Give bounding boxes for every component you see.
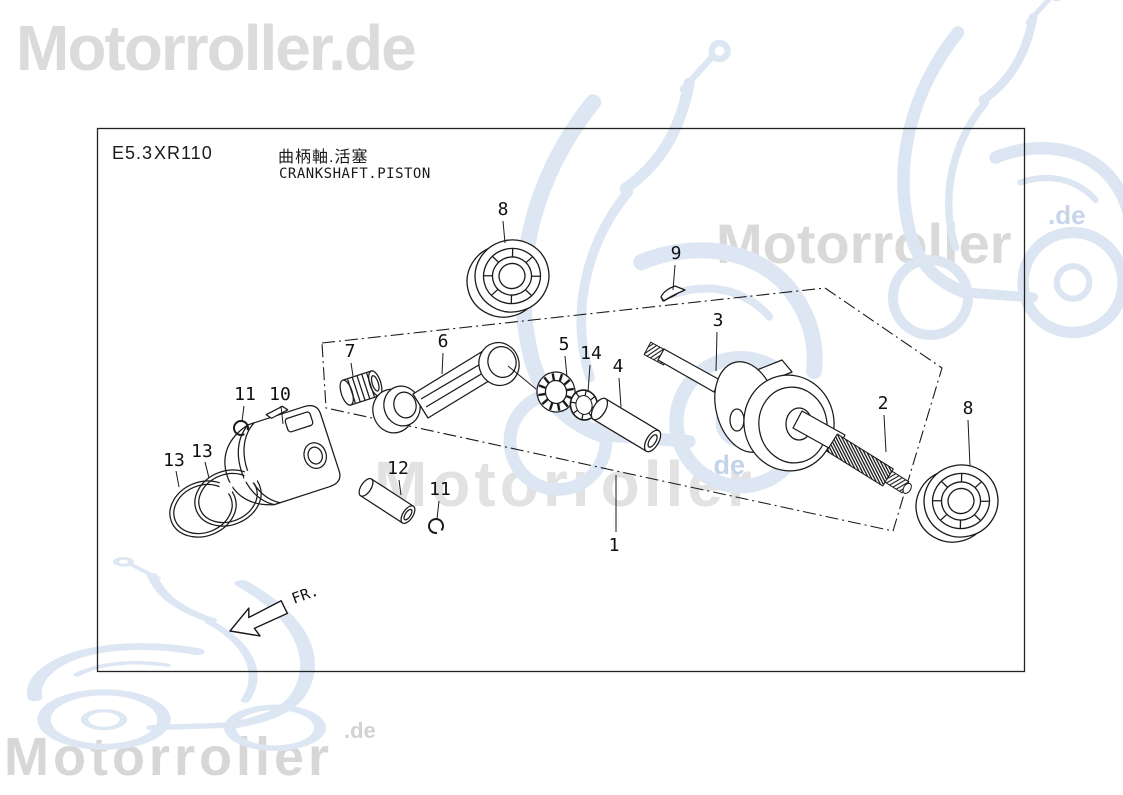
- watermark-de-top-right: .de: [1048, 200, 1086, 230]
- ball-bearing-right-drawing: [907, 456, 1007, 551]
- callout-10-piston: 10: [269, 384, 291, 405]
- title-english: CRANKSHAFT.PISTON: [279, 166, 431, 182]
- callout-9-woodruff-key: 9: [671, 243, 682, 264]
- callout-4-piston-pin: 4: [613, 356, 624, 377]
- callout-14-lock-washer: 14: [580, 343, 602, 364]
- assembly-outline-dashed: [321, 287, 943, 532]
- scooter-watermark-bottom-left: [34, 558, 320, 748]
- callout-5-bearing-cage: 5: [559, 334, 570, 355]
- needle-bearing-small-drawing: [339, 370, 383, 406]
- callout-3-crankshaft: 3: [713, 310, 724, 331]
- title-chinese: 曲柄軸.活塞: [278, 149, 369, 166]
- callout-7-needle-bearing: 7: [345, 341, 356, 362]
- piston-pin-drawing: [590, 397, 662, 453]
- callout-8-bearing-right: 8: [963, 398, 974, 419]
- front-direction-arrow: [229, 600, 289, 637]
- scooter-watermark-top-right: [893, 0, 1123, 335]
- piston-rings-drawing: [169, 469, 262, 538]
- callout-12-dowel-pin: 12: [387, 458, 409, 479]
- lock-washer-drawing: [569, 389, 599, 421]
- callout-13-ring-a: 13: [163, 450, 185, 471]
- connecting-rod-drawing: [372, 341, 537, 434]
- watermark-de-bottom: .de: [344, 718, 376, 743]
- woodruff-key-drawing: [660, 285, 686, 302]
- callout-8-bearing-top: 8: [498, 199, 509, 220]
- callout-2-spline-shaft: 2: [878, 393, 889, 414]
- callout-leader-lines: [175, 220, 971, 532]
- callout-13-ring-b: 13: [191, 441, 213, 462]
- dowel-pin-drawing: [358, 477, 416, 525]
- crankshaft-drawing: [643, 341, 912, 494]
- circlip-left-drawing: [233, 420, 249, 436]
- callout-1-assembly: 1: [609, 535, 620, 556]
- needle-bearing-cage-drawing: [536, 371, 576, 413]
- front-direction-label: FR.: [289, 582, 321, 608]
- callout-11-circlip-left: 11: [234, 384, 256, 405]
- model-code: XR110: [154, 143, 213, 163]
- diagram-border: [96, 127, 1026, 673]
- diagram-code: E5.3: [112, 143, 154, 163]
- callout-11-circlip-right: 11: [429, 479, 451, 500]
- callout-6-connecting-rod: 6: [438, 331, 449, 352]
- watermark-motorroller-top-left: Motorroller.de: [16, 12, 417, 84]
- ball-bearing-top-drawing: [458, 231, 558, 326]
- circlip-right-drawing: [428, 518, 444, 534]
